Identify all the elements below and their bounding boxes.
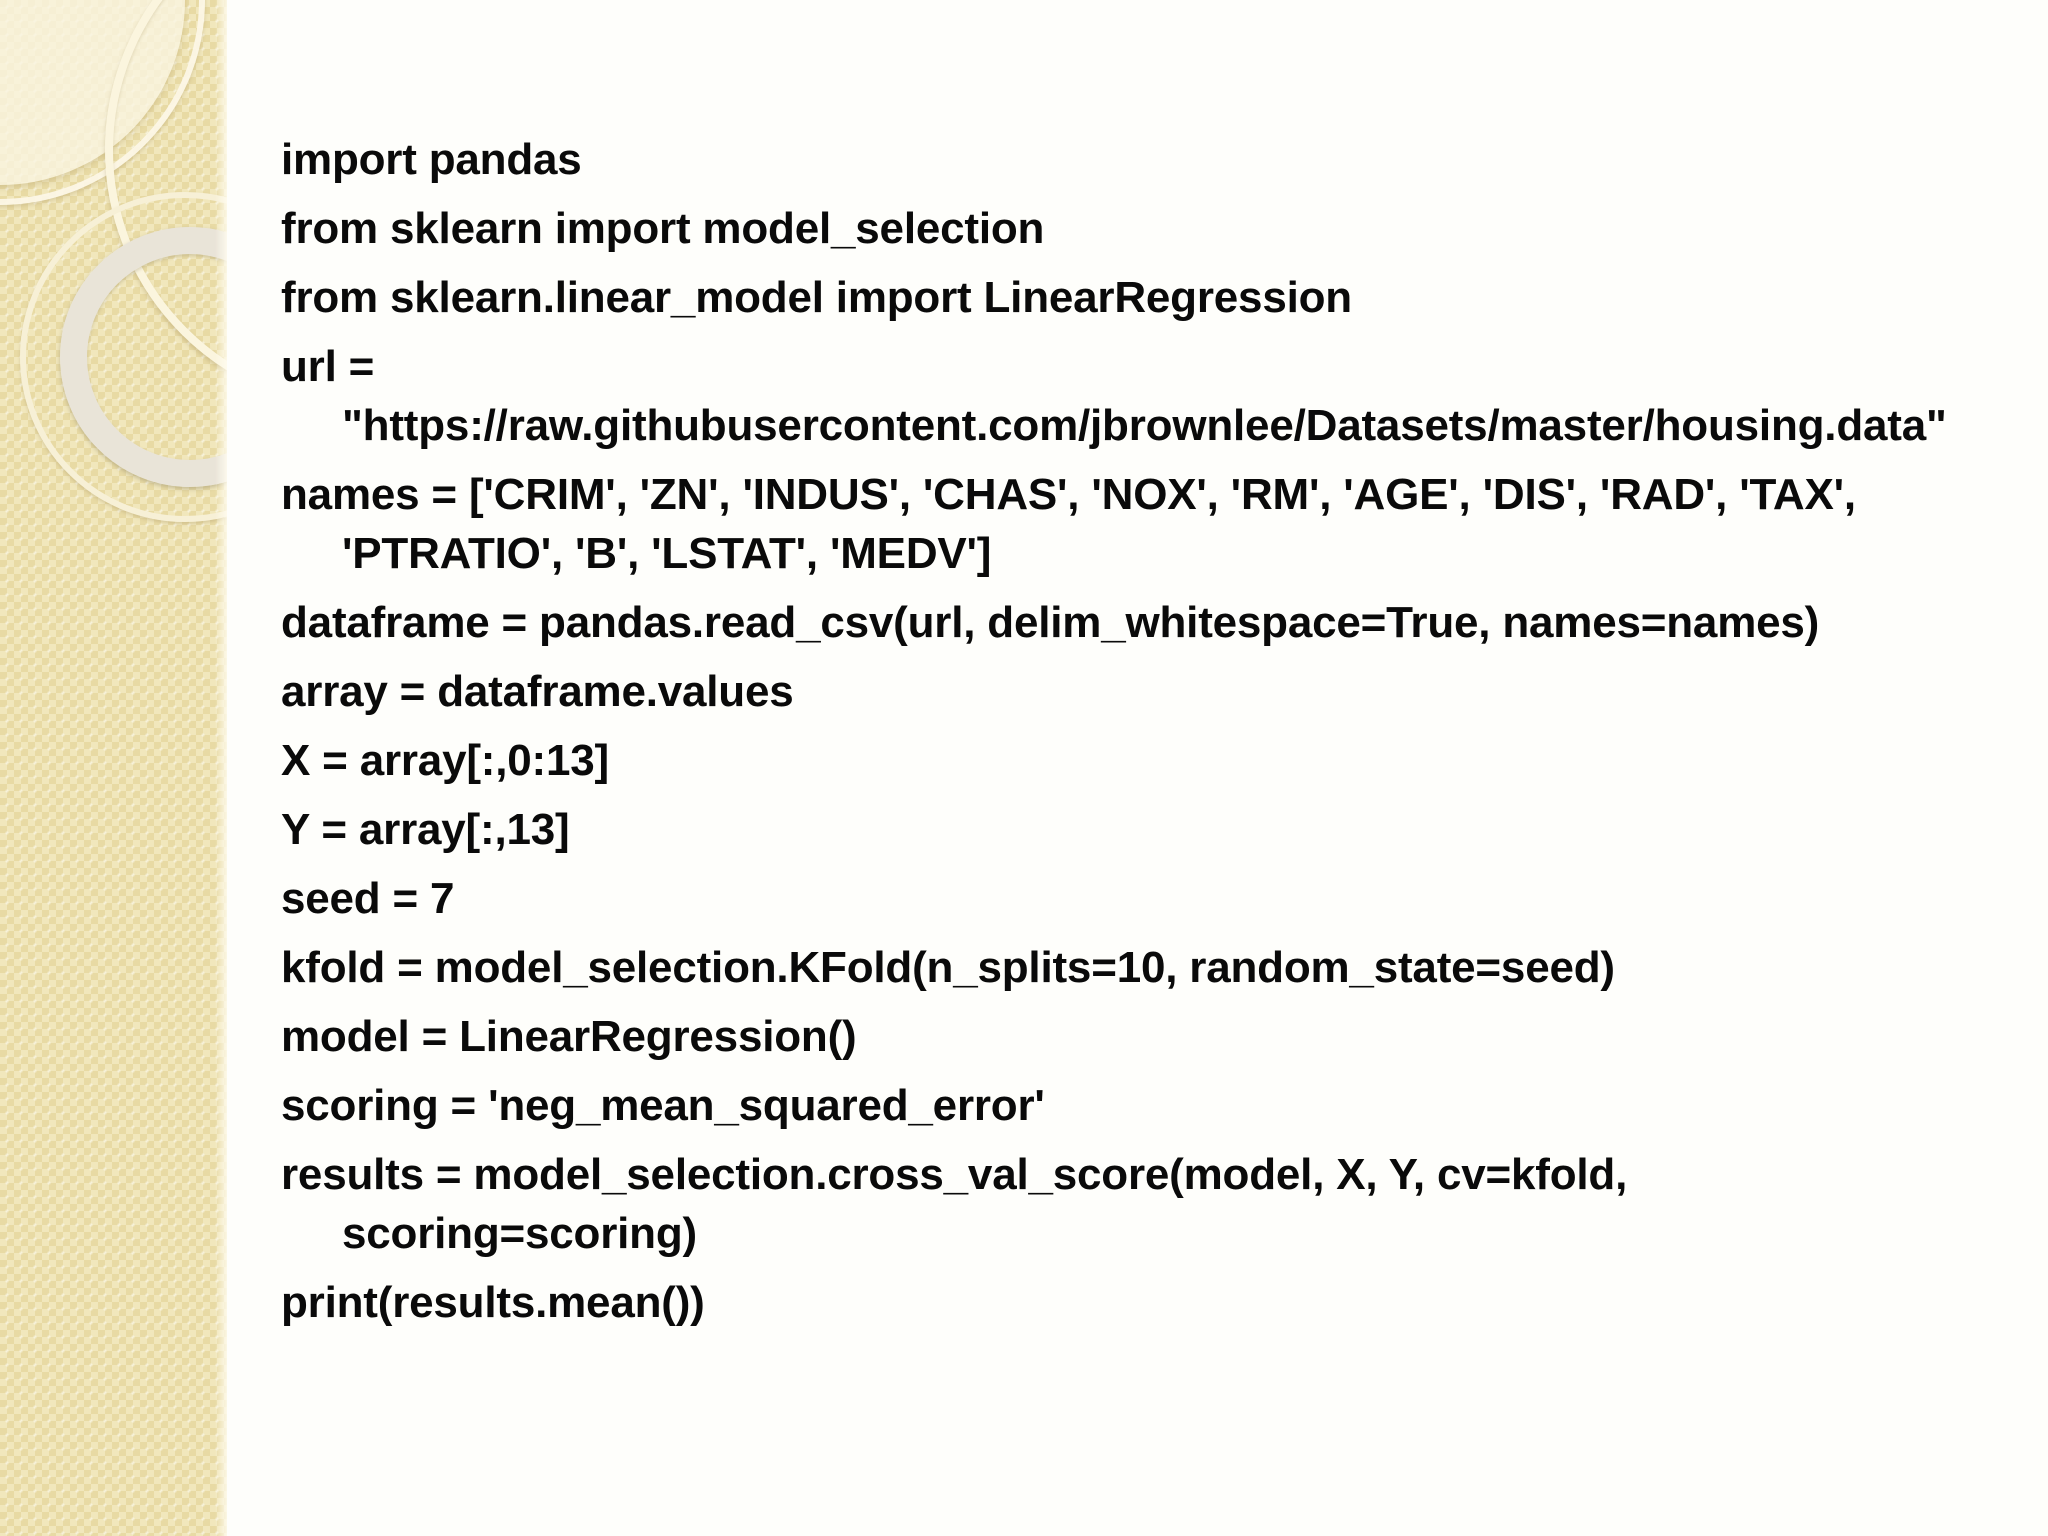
code-line: model = LinearRegression() [281, 1012, 857, 1061]
code-block: import pandas from sklearn import model_s… [281, 130, 2038, 1332]
code-line: dataframe = pandas.read_csv(url, delim_w… [281, 598, 1820, 647]
code-line: Y = array[:,13] [281, 805, 570, 854]
code-line: names = ['CRIM', 'ZN', 'INDUS', 'CHAS', … [281, 470, 1856, 519]
sidebar-decorative-band [0, 0, 227, 1536]
code-line: url = [281, 342, 375, 391]
code-line: 'PTRATIO', 'B', 'LSTAT', 'MEDV'] [342, 529, 992, 578]
code-line: X = array[:,0:13] [281, 736, 609, 785]
code-line: seed = 7 [281, 874, 455, 923]
code-line: scoring=scoring) [342, 1209, 697, 1258]
code-line: array = dataframe.values [281, 667, 794, 716]
code-line: results = model_selection.cross_val_scor… [281, 1150, 1628, 1199]
code-line: from sklearn import model_selection [281, 204, 1045, 253]
code-line: print(results.mean()) [281, 1278, 705, 1327]
code-line: kfold = model_selection.KFold(n_splits=1… [281, 943, 1615, 992]
code-line: "https://raw.githubusercontent.com/jbrow… [342, 401, 1947, 450]
code-line: from sklearn.linear_model import LinearR… [281, 273, 1352, 322]
code-line: scoring = 'neg_mean_squared_error' [281, 1081, 1045, 1130]
code-line: import pandas [281, 135, 582, 184]
